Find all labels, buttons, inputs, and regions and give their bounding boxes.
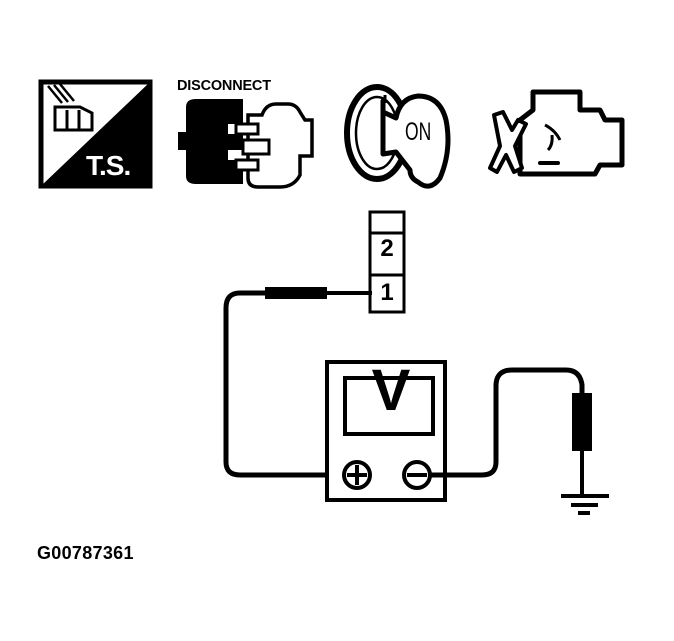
connector-block	[368, 210, 406, 314]
ts-label: T.S.	[86, 150, 131, 181]
positive-terminal-icon	[342, 460, 372, 490]
ground-symbol-icon	[561, 494, 609, 515]
connector-pin-1-label: 1	[380, 279, 394, 306]
disconnect-connector-icon	[178, 99, 314, 189]
voltmeter-display-label: V	[371, 358, 411, 423]
ignition-key-icon	[344, 84, 451, 189]
ts-connector-icon	[38, 79, 153, 189]
engine-off-icon	[488, 89, 625, 177]
figure-id: G00787361	[37, 543, 134, 563]
ignition-on-label: ON	[405, 118, 432, 146]
connector-pin-2-label: 2	[380, 235, 394, 262]
voltmeter	[325, 360, 447, 502]
negative-terminal-icon	[402, 460, 432, 490]
negative-test-lead	[430, 367, 592, 496]
disconnect-label: DISCONNECT	[177, 78, 271, 94]
positive-test-lead	[223, 287, 372, 478]
